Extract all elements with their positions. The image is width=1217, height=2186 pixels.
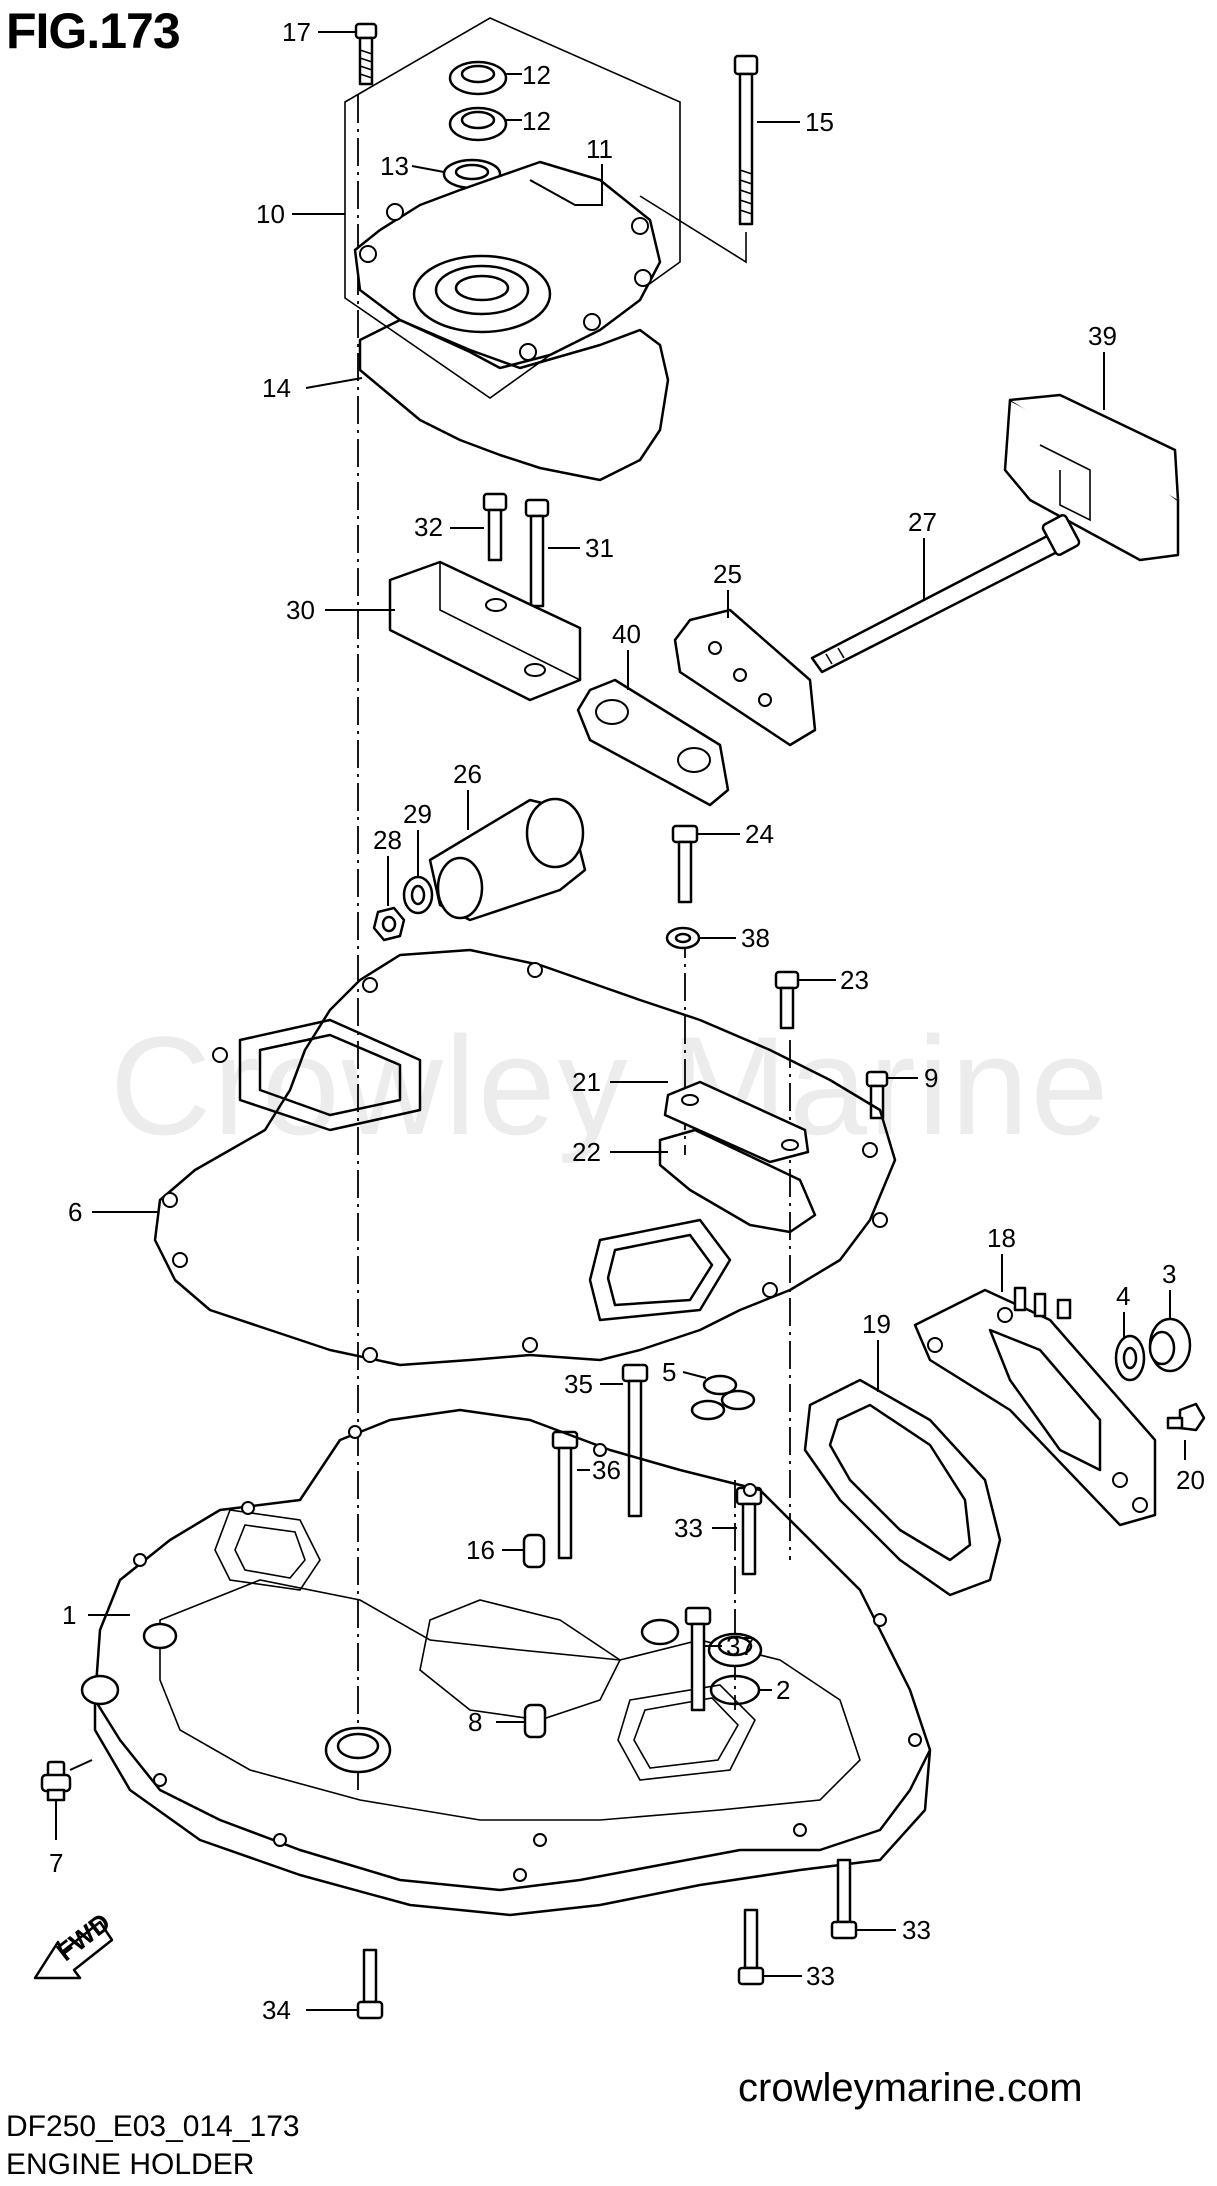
callout-39: 39 <box>1088 321 1117 351</box>
callout-11: 11 <box>586 134 613 164</box>
part-21-bracket <box>663 1080 810 1164</box>
callout-36: 36 <box>592 1455 621 1485</box>
part-37-bolt <box>684 1606 712 1712</box>
callout-34: 34 <box>262 1995 291 2025</box>
callout-21: 21 <box>572 1067 601 1097</box>
callout-2: 2 <box>776 1675 790 1705</box>
part-16-dowel-pin <box>522 1533 546 1569</box>
part-27-through-bolt <box>810 514 1081 674</box>
callout-17: 17 <box>282 17 311 47</box>
part-6-gasket <box>153 948 897 1367</box>
callout-35: 35 <box>564 1369 593 1399</box>
fwd-arrow-icon: FWD <box>33 1907 116 1980</box>
callout-30: 30 <box>286 595 315 625</box>
callout-16: 16 <box>466 1535 495 1565</box>
part-20-bolt <box>1166 1402 1206 1432</box>
part-18-bracket <box>913 1286 1157 1527</box>
part-30-bracket <box>388 560 582 702</box>
callout-38: 38 <box>741 923 770 953</box>
part-9-bolt <box>865 1070 889 1120</box>
callout-3: 3 <box>1162 1259 1176 1289</box>
callout-19: 19 <box>862 1309 891 1339</box>
part-29-washer <box>402 875 434 915</box>
callout-26: 26 <box>453 759 482 789</box>
figure-title: FIG.173 <box>6 3 181 59</box>
part-6-gasket-ports <box>162 962 888 1363</box>
part-5-o-rings <box>690 1374 756 1421</box>
callout-20: 20 <box>1176 1465 1205 1495</box>
part-19-gasket <box>803 1378 1002 1597</box>
part-33-bolt-lower-right <box>830 1858 858 1940</box>
cover-group-hexagon <box>344 17 681 399</box>
website-label: crowleymarine.com <box>738 2066 1083 2110</box>
part-17-bolt <box>354 22 378 86</box>
callout-13: 13 <box>380 151 409 181</box>
callout-14: 14 <box>262 373 291 403</box>
callout-40: 40 <box>612 619 641 649</box>
callout-12-lower: 12 <box>522 106 551 136</box>
callout-33-lower-right: 33 <box>902 1915 931 1945</box>
part-1-engine-holder <box>80 1408 932 1917</box>
callout-29: 29 <box>403 799 432 829</box>
callout-22: 22 <box>572 1137 601 1167</box>
callout-23: 23 <box>840 965 869 995</box>
diagram-description: ENGINE HOLDER <box>6 2148 255 2181</box>
part-24-bolt <box>671 824 699 904</box>
part-12-oil-seal-lower <box>448 106 508 142</box>
callout-12-upper: 12 <box>522 60 551 90</box>
part-4-washer <box>1114 1334 1146 1382</box>
callout-labels: 17 12 12 13 11 10 15 14 39 32 31 27 30 2… <box>49 17 1205 2025</box>
callout-10: 10 <box>256 199 285 229</box>
callout-33-middle: 33 <box>674 1513 703 1543</box>
part-34-bolt <box>356 1948 384 2020</box>
part-32-bolt <box>482 492 508 562</box>
part-23-bolt <box>774 970 800 1030</box>
part-39-rubber-pad <box>1003 393 1180 562</box>
part-12-oil-seal-upper <box>448 60 508 96</box>
part-38-washer <box>665 926 701 950</box>
part-22-gasket <box>658 1128 817 1234</box>
callout-18: 18 <box>987 1223 1016 1253</box>
callout-8: 8 <box>468 1707 482 1737</box>
callout-15: 15 <box>805 107 834 137</box>
callout-4: 4 <box>1116 1281 1130 1311</box>
callout-37: 37 <box>726 1631 755 1661</box>
diagram-code: DF250_E03_014_173 <box>6 2110 300 2143</box>
part-19-gasket-inner <box>828 1403 972 1562</box>
part-11-cover <box>353 160 662 370</box>
callout-25: 25 <box>713 559 742 589</box>
part-31-bolt <box>524 498 550 608</box>
part-14-gasket <box>358 318 670 482</box>
assembly-center-lines <box>357 95 791 1790</box>
part-33-bolt-lower-center <box>737 1908 765 1986</box>
part-3-plug <box>1148 1317 1192 1373</box>
part-28-nut <box>372 906 406 942</box>
part-35-bolt <box>621 1363 649 1518</box>
part-8-dowel-pin <box>523 1703 547 1739</box>
part-36-bolt <box>551 1430 579 1560</box>
part-40-spacer <box>576 678 730 807</box>
part-26-engine-mount <box>428 797 587 922</box>
callout-9: 9 <box>924 1063 938 1093</box>
part-33-bolt-middle <box>735 1486 763 1576</box>
callout-31: 31 <box>585 533 614 563</box>
part-25-plate <box>673 608 817 747</box>
callout-32: 32 <box>414 512 443 542</box>
callout-28: 28 <box>373 825 402 855</box>
callout-27: 27 <box>908 507 937 537</box>
callout-7: 7 <box>49 1848 63 1878</box>
callout-1: 1 <box>62 1600 76 1630</box>
callout-5: 5 <box>662 1357 676 1387</box>
part-7-fitting <box>40 1760 72 1802</box>
leader-lines <box>55 31 1186 2011</box>
part-15-long-bolt <box>639 54 759 264</box>
callout-6: 6 <box>68 1197 82 1227</box>
callout-33-lower-center: 33 <box>806 1961 835 1991</box>
callout-24: 24 <box>745 819 774 849</box>
